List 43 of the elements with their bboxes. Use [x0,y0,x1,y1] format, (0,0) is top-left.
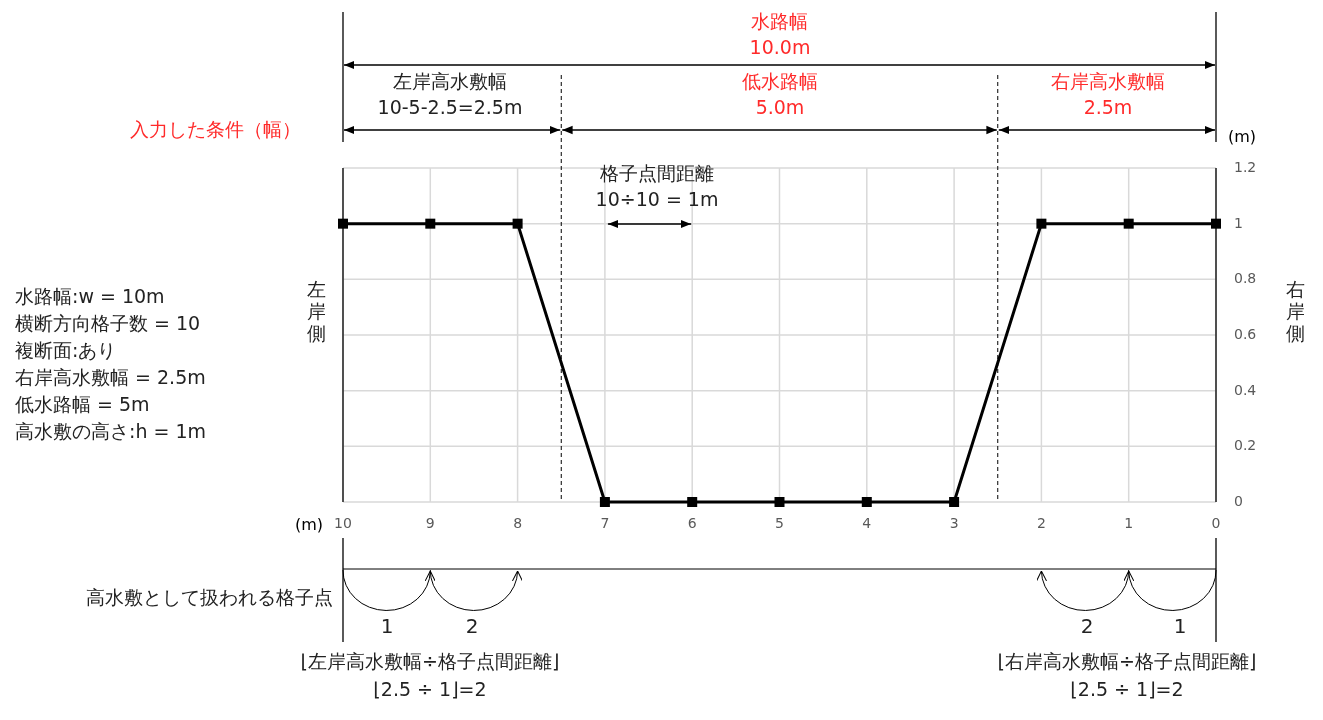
tick-label: 0 [1211,515,1221,531]
tick-label: 1 [1124,515,1134,531]
condition-text: 横断方向格子数 = 10 [15,311,201,336]
tick-label: 9 [425,515,435,531]
dimension-label: 格子点間距離 10÷10 = 1m [595,161,719,212]
tick-label: 2 [1036,515,1046,531]
tick-label: 0.6 [1234,326,1257,342]
tick-label: 8 [513,515,523,531]
dimension-label: 右岸高水敷幅 2.5m [1051,69,1165,120]
tick-label: 3 [949,515,959,531]
side-label: 右岸側 [1286,278,1306,344]
step-number: 2 [1080,613,1094,639]
condition-text: 高水敷の高さ:h = 1m [15,419,207,444]
tick-label: 7 [600,515,610,531]
tick-label: 0.4 [1234,381,1257,398]
condition-text: 水路幅:w = 10m [15,284,165,309]
step-number: 2 [465,613,479,639]
tick-label: 1.2 [1234,159,1257,175]
condition-text: 低水路幅 = 5m [15,392,150,417]
tick-label: 5 [775,515,784,531]
axis-unit: (m) [1228,127,1257,146]
note-text: 入力した条件（幅） [129,117,301,142]
formula-text: ⌊2.5 ÷ 1⌋=2 [373,677,487,702]
step-number: 1 [1173,613,1187,639]
dimension-label: 水路幅 10.0m [749,9,811,60]
axis-unit: (m) [294,515,323,534]
tick-label: 0.8 [1234,270,1257,287]
condition-text: 複断面:あり [15,338,117,363]
tick-label: 0 [1234,493,1243,509]
condition-text: 右岸高水敷幅 = 2.5m [15,365,206,390]
dimension-label: 低水路幅 5.0m [742,69,818,120]
dimension-label: 左岸高水敷幅 10-5-2.5=2.5m [377,69,523,120]
tick-label: 10 [334,515,352,531]
tick-label: 6 [687,515,697,531]
step-number: 1 [380,613,394,639]
tick-label: 0.2 [1234,437,1257,454]
note-text: 高水敷として扱われる格子点 [86,585,333,610]
formula-text: ⌊右岸高水敷幅÷格子点間距離⌋ [997,649,1257,674]
formula-text: ⌊2.5 ÷ 1⌋=2 [1070,677,1184,702]
tick-label: 4 [862,515,872,531]
tick-label: 1 [1234,214,1243,231]
side-label: 左岸側 [307,278,327,344]
formula-text: ⌊左岸高水敷幅÷格子点間距離⌋ [300,649,560,674]
